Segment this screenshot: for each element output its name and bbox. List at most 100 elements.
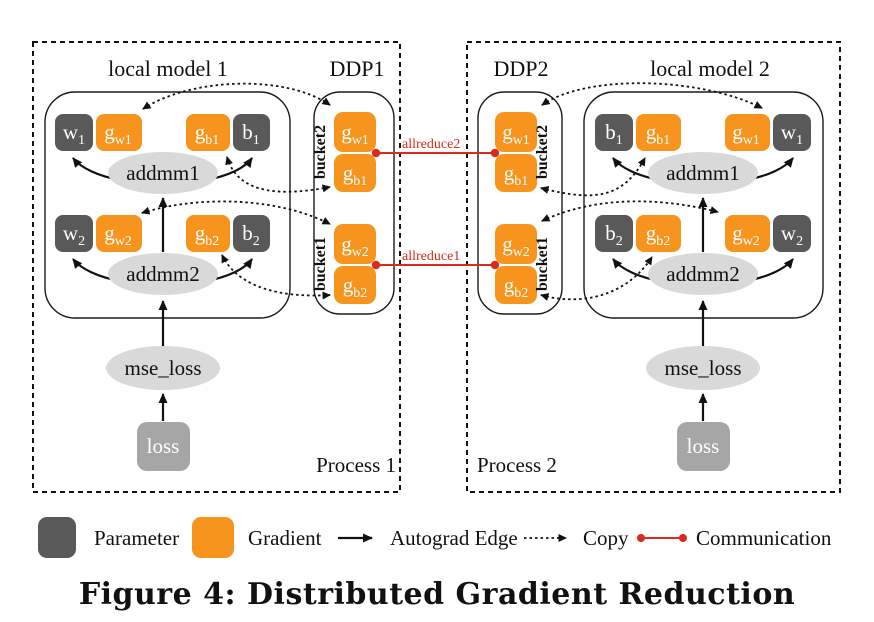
ddp2-box	[477, 91, 563, 315]
p2-w1-node	[773, 114, 811, 151]
local-model-1-title: local model 1	[108, 56, 228, 81]
p1-w1-label: w1	[63, 120, 85, 148]
copy-arc-p2-bucket2-gb1	[540, 157, 646, 197]
p1-gb2-label: gb2	[195, 221, 220, 249]
comm-allreduce1-dot-right	[490, 260, 500, 270]
legend-copy-label: Copy	[583, 526, 629, 550]
legend-parameter-swatch	[38, 517, 76, 558]
ddp1-bucket2-gw1-node	[334, 112, 376, 152]
p2-addmm1-op	[648, 152, 758, 194]
legend-communication-dot-right	[679, 534, 687, 542]
process-1-label: Process 1	[316, 453, 396, 477]
p1-b1-node	[233, 114, 270, 151]
legend-gradient-label: Gradient	[248, 526, 322, 550]
ddp2-bucket1-gb2-node	[495, 266, 537, 304]
p1-addmm1-op	[108, 152, 218, 194]
p1-addmm2-label: addmm2	[126, 262, 200, 286]
ddp1-bucket1-gw2-node	[334, 224, 376, 264]
comm-allreduce2-dot-left	[371, 148, 381, 158]
ddp2-title: DDP2	[493, 56, 548, 81]
p1-b1-label: b1	[242, 120, 260, 148]
p1-addmm2-op	[108, 253, 218, 295]
p1-b2-label: b2	[242, 221, 260, 249]
ddp2-bucket2-label: bucket2	[534, 125, 551, 179]
copy-arc-p1-gw1-bucket2	[142, 82, 331, 110]
figure-caption: Figure 4: Distributed Gradient Reduction	[79, 577, 795, 612]
legend-communication-dot-left	[637, 534, 645, 542]
ddp1-bucket2-label: bucket2	[312, 125, 329, 179]
p2-gw2-node	[725, 215, 770, 252]
p1-w2-node	[55, 215, 93, 252]
legend-gradient-swatch	[192, 517, 234, 558]
ddp1-bucket1-gb2-label: gb2	[343, 273, 368, 301]
ddp1-box	[313, 91, 395, 315]
p2-gw2-label: gw2	[732, 221, 760, 249]
ddp1-bucket1-gb2-node	[334, 266, 376, 304]
p2-b2-label: b2	[605, 221, 623, 249]
p2-addmm2-op	[648, 253, 758, 295]
ddp2-bucket2-gb1-label: gb1	[504, 161, 529, 189]
comm-allreduce1-label: allreduce1	[402, 249, 460, 264]
ddp2-bucket2-gw1-label: gw1	[502, 120, 530, 148]
ddp1-title: DDP1	[329, 56, 384, 81]
p1-gw1-label: gw1	[104, 120, 132, 148]
legend-autograd-edge-label: Autograd Edge	[390, 526, 518, 550]
copy-arc-p2-bucket1-gb2	[540, 256, 653, 301]
comm-allreduce2-dot-right	[490, 148, 500, 158]
p2-gb1-node	[636, 114, 681, 151]
process-2-label: Process 2	[477, 453, 557, 477]
p2-mseloss-label: mse_loss	[664, 356, 741, 380]
p1-mseloss-label: mse_loss	[124, 356, 201, 380]
legend-communication-label: Communication	[696, 526, 832, 550]
p1-b2-node	[233, 215, 270, 252]
comm-allreduce1-dot-left	[371, 260, 381, 270]
copy-arc-p2-bucket2-gw1	[541, 82, 763, 109]
copy-arc-p2-bucket1-gw2	[541, 200, 719, 222]
p2-gb2-node	[636, 215, 681, 252]
p2-loss-node	[677, 422, 730, 471]
ddp2-bucket2-gb1-node	[495, 154, 537, 192]
p2-gb1-label: gb1	[646, 120, 671, 148]
p2-w2-label: w2	[781, 221, 803, 249]
p2-addmm2-label: addmm2	[666, 262, 740, 286]
copy-arc-p1-gb1-bucket2	[225, 156, 331, 193]
copy-arc-p1-gb2-bucket1	[221, 254, 331, 300]
local-model-2-title: local model 2	[650, 56, 770, 81]
p2-mseloss-op	[646, 346, 760, 390]
p2-loss-label: loss	[687, 434, 720, 458]
p2-gw1-label: gw1	[732, 120, 760, 148]
p1-gb2-node	[186, 215, 230, 252]
p1-gw2-node	[96, 215, 142, 252]
local-model-1-box	[44, 91, 291, 319]
p2-gw1-node	[725, 114, 770, 151]
ddp2-bucket1-gb2-label: gb2	[504, 273, 529, 301]
p2-b1-label: b1	[605, 120, 623, 148]
ddp1-bucket2-gb1-label: gb1	[343, 161, 368, 189]
p2-b2-node	[595, 215, 633, 252]
ddp2-bucket1-label: bucket1	[534, 237, 551, 291]
p1-gb1-node	[186, 114, 230, 151]
ddp1-bucket2-gb1-node	[334, 154, 376, 192]
p2-w1-label: w1	[781, 120, 803, 148]
p1-addmm1-label: addmm1	[126, 161, 200, 185]
process-1-boundary	[32, 41, 401, 493]
ddp1-bucket2-gw1-label: gw1	[341, 120, 369, 148]
ddp2-bucket1-gw2-node	[495, 224, 537, 264]
p2-w2-node	[773, 215, 811, 252]
p1-mseloss-op	[106, 346, 220, 390]
p1-w2-label: w2	[63, 221, 85, 249]
process-2-boundary	[466, 41, 841, 493]
ddp1-bucket1-label: bucket1	[312, 237, 329, 291]
p1-gw2-label: gw2	[104, 221, 132, 249]
p1-gb1-label: gb1	[195, 120, 220, 148]
ddp2-bucket1-gw2-label: gw2	[502, 232, 530, 260]
legend-parameter-label: Parameter	[94, 526, 179, 550]
p1-gw1-node	[96, 114, 142, 151]
p1-loss-node	[137, 422, 190, 471]
p2-b1-node	[595, 114, 633, 151]
comm-allreduce2-label: allreduce2	[402, 137, 460, 152]
ddp2-bucket2-gw1-node	[495, 112, 537, 152]
p1-loss-label: loss	[147, 434, 180, 458]
